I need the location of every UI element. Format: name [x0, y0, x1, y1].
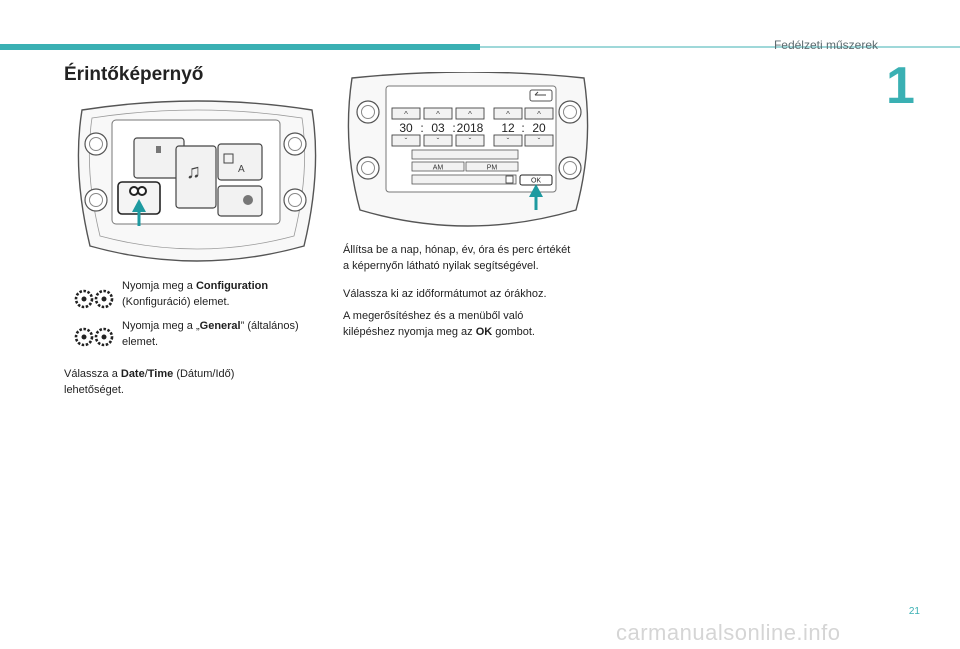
left-knob-bottom-icon [84, 188, 108, 212]
header-accent-bar [0, 44, 480, 50]
instruction-time-format: Válassza ki az időformátumot az órákhoz. [343, 288, 547, 300]
svg-text::: : [452, 121, 455, 135]
right-knob-top-icon [283, 132, 307, 156]
svg-text::: : [521, 121, 524, 135]
svg-text:♫: ♫ [186, 161, 201, 183]
svg-text:ˇ: ˇ [507, 137, 510, 146]
step-general: Nyomja meg a „General” (általános) eleme… [122, 320, 299, 348]
svg-text:A: A [238, 164, 245, 175]
svg-text:ˇ: ˇ [437, 137, 440, 146]
am-option: AM [433, 165, 444, 172]
hour-value: 12 [501, 121, 515, 135]
pointer-arrow-icon [529, 184, 543, 210]
instruction-set-values: Állítsa be a nap, hónap, év, óra és perc… [343, 244, 571, 272]
configuration-gear-icon [129, 186, 147, 196]
month-value: 03 [431, 121, 445, 135]
pm-option: PM [487, 165, 498, 172]
minute-value: 20 [532, 121, 546, 135]
date-time-screen-illustration: ^ ^ ^ ^ ^ ˇ ˇ ˇ ˇ ˇ 30 : 03 : 2018 12 : 20 AM PM… [347, 72, 589, 227]
right-knob-bottom-icon [283, 188, 307, 212]
section-title: Fedélzeti műszerek [773, 38, 878, 52]
general-step-icon [72, 326, 116, 353]
head-unit-menu-illustration: ♫ A [77, 100, 317, 262]
svg-text:ˇ: ˇ [405, 137, 408, 146]
instruction-confirm: A megerősítéshez és a menüből való kilép… [343, 310, 535, 338]
svg-text:^: ^ [404, 110, 408, 119]
chapter-number: 1 [886, 57, 915, 115]
pointer-arrow-icon [132, 199, 146, 226]
svg-text:^: ^ [468, 110, 472, 119]
svg-text::: : [420, 121, 423, 135]
step-configuration: Nyomja meg a Configuration (Konfiguráció… [122, 280, 269, 308]
svg-text:^: ^ [436, 110, 440, 119]
ok-button-label: OK [531, 178, 541, 185]
page-title: Érintőképernyő [64, 64, 204, 85]
watermark: carmanualsonline.info [616, 620, 841, 645]
left-knob-top-icon [84, 132, 108, 156]
svg-text:^: ^ [537, 110, 541, 119]
year-value: 2018 [457, 121, 484, 135]
step-date-time: Válassza a Date/Time (Dátum/Idő) lehetős… [64, 368, 235, 396]
svg-text:ˇ: ˇ [469, 137, 472, 146]
configuration-step-icon [72, 288, 116, 315]
day-value: 30 [399, 121, 413, 135]
svg-text:ˇ: ˇ [538, 137, 541, 146]
svg-text:^: ^ [506, 110, 510, 119]
page-number: 21 [908, 606, 920, 617]
header-rule [480, 46, 960, 48]
